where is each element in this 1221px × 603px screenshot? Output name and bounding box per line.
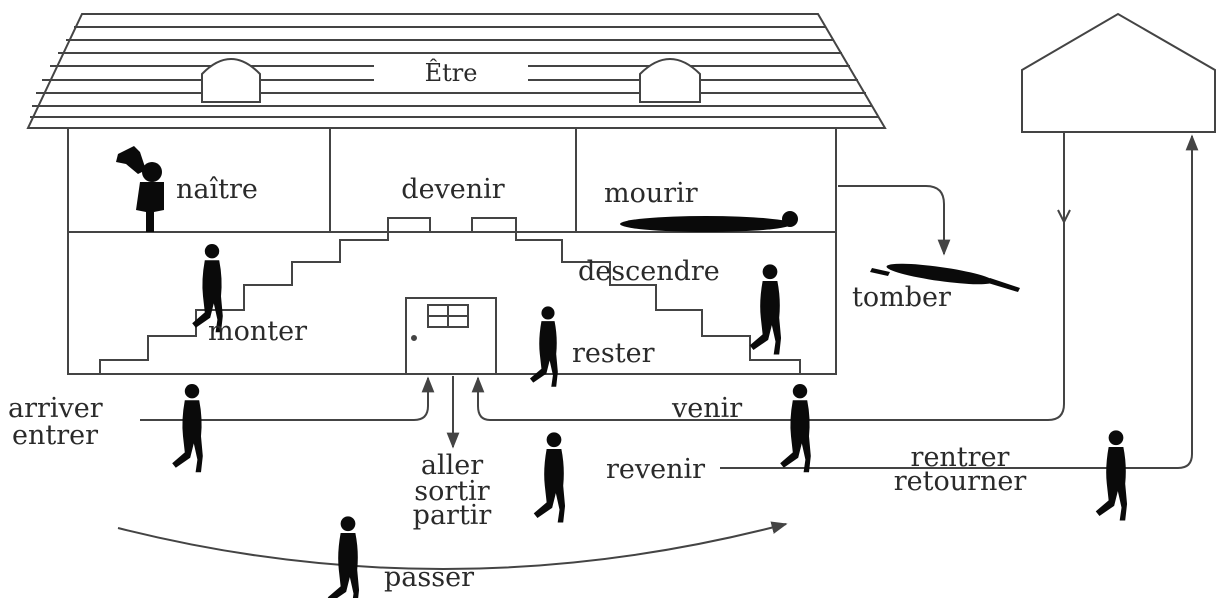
label-partir: partir	[413, 500, 492, 531]
label-aller: aller	[421, 450, 483, 481]
arrow-come-back	[1047, 132, 1065, 421]
label-passer: passer	[384, 562, 474, 593]
label-venir: venir	[671, 393, 742, 424]
arrow-pass	[117, 521, 788, 571]
arrow-come	[471, 376, 1048, 421]
figure-coming	[780, 384, 811, 473]
label-devenir: devenir	[401, 174, 505, 205]
figure-falling	[870, 263, 1020, 292]
arrow-return-home	[720, 134, 1199, 469]
label-arriver: arriver	[8, 393, 103, 424]
label-retourner: retourner	[894, 466, 1027, 497]
roof-window-right	[639, 58, 701, 103]
figure-passing	[327, 516, 360, 603]
roof-outline	[26, 13, 887, 129]
arrow-arrive	[140, 376, 435, 421]
front-door	[405, 297, 497, 375]
figure-descending	[749, 264, 782, 355]
roof-window-left	[201, 58, 261, 103]
label-mourir: mourir	[604, 178, 698, 209]
figure-going	[533, 432, 566, 523]
movement-arrows	[117, 132, 1199, 571]
label-naitre: naître	[176, 174, 258, 205]
figure-returning	[1095, 430, 1128, 521]
figure-arriving	[172, 384, 203, 473]
label-tomber: tomber	[852, 282, 951, 313]
house-roof	[26, 13, 887, 129]
label-monter: monter	[208, 316, 307, 347]
figure-baby-parent	[116, 146, 164, 232]
figure-lying-dead	[620, 211, 798, 232]
arrow-fall	[838, 185, 951, 256]
label-descendre: descendre	[578, 256, 720, 287]
label-revenir: revenir	[606, 454, 705, 485]
label-sortir: sortir	[414, 476, 490, 507]
label-entrer: entrer	[12, 420, 98, 451]
small-house	[1021, 12, 1216, 133]
label-rentrer: rentrer	[911, 442, 1010, 473]
house-title: Être	[425, 58, 478, 87]
stairs-down	[471, 217, 801, 374]
label-rester: rester	[572, 338, 655, 369]
stairs-up	[99, 217, 431, 374]
